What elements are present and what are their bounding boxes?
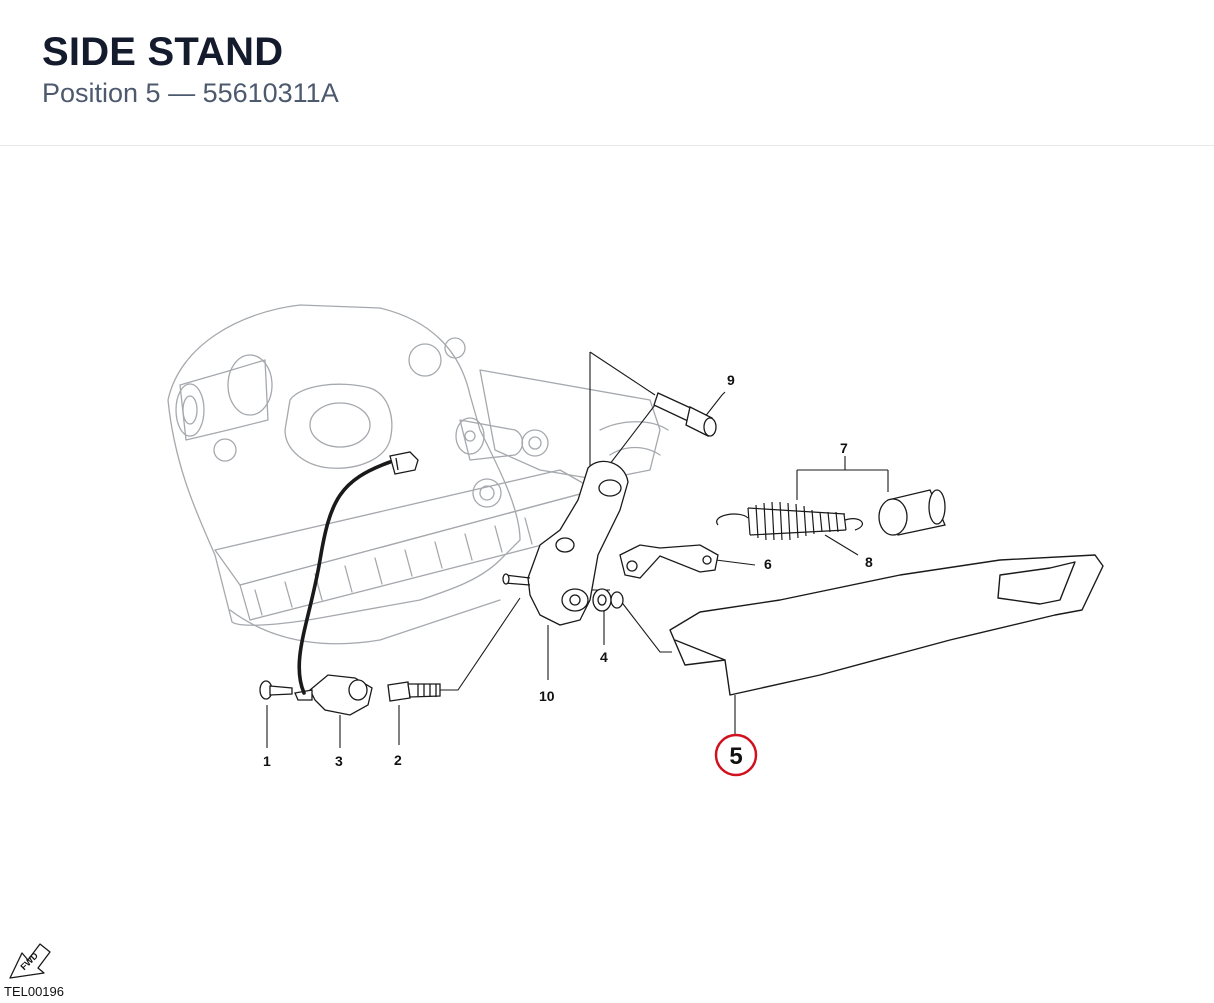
part-4-washer bbox=[592, 588, 624, 612]
callout-8: 8 bbox=[865, 554, 873, 570]
page-subtitle: Position 5 — 55610311A bbox=[42, 78, 339, 108]
part-9-bolt bbox=[653, 392, 717, 437]
part-6-plate bbox=[619, 544, 719, 579]
highlight-ring bbox=[714, 733, 758, 777]
part-10-bracket bbox=[502, 460, 629, 626]
callout-5-highlight: 5 bbox=[714, 733, 758, 777]
part-5-side-stand bbox=[669, 554, 1104, 696]
callout-3: 3 bbox=[335, 753, 343, 769]
page-header: SIDE STAND Position 5 — 55610311A bbox=[0, 0, 1214, 146]
callout-7: 7 bbox=[840, 440, 848, 456]
callout-1: 1 bbox=[263, 753, 271, 769]
part-3-sensor bbox=[294, 674, 373, 716]
part-2-bolt bbox=[387, 681, 441, 702]
callout-2: 2 bbox=[394, 752, 402, 768]
part-1-screw bbox=[259, 680, 293, 700]
part-8-spring bbox=[716, 501, 863, 541]
part-7-bushing bbox=[878, 489, 946, 536]
exploded-parts-diagram: 1 2 3 4 6 7 8 9 10 5 FWD bbox=[0, 147, 1214, 1003]
callout-9: 9 bbox=[727, 372, 735, 388]
callout-10: 10 bbox=[539, 688, 555, 704]
callout-6: 6 bbox=[764, 556, 772, 572]
fwd-arrow-icon: FWD bbox=[9, 943, 51, 979]
callout-4: 4 bbox=[600, 649, 608, 665]
page-title: SIDE STAND bbox=[42, 30, 284, 74]
callout-5: 5 bbox=[729, 743, 742, 770]
reference-code: TEL00196 bbox=[4, 984, 64, 999]
sensor-connector bbox=[389, 451, 419, 475]
sensor-cable bbox=[297, 460, 392, 695]
callout-labels: 1 2 3 4 6 7 8 9 10 bbox=[263, 372, 873, 769]
diagram-canvas: 1 2 3 4 6 7 8 9 10 5 FWD bbox=[9, 304, 1104, 979]
